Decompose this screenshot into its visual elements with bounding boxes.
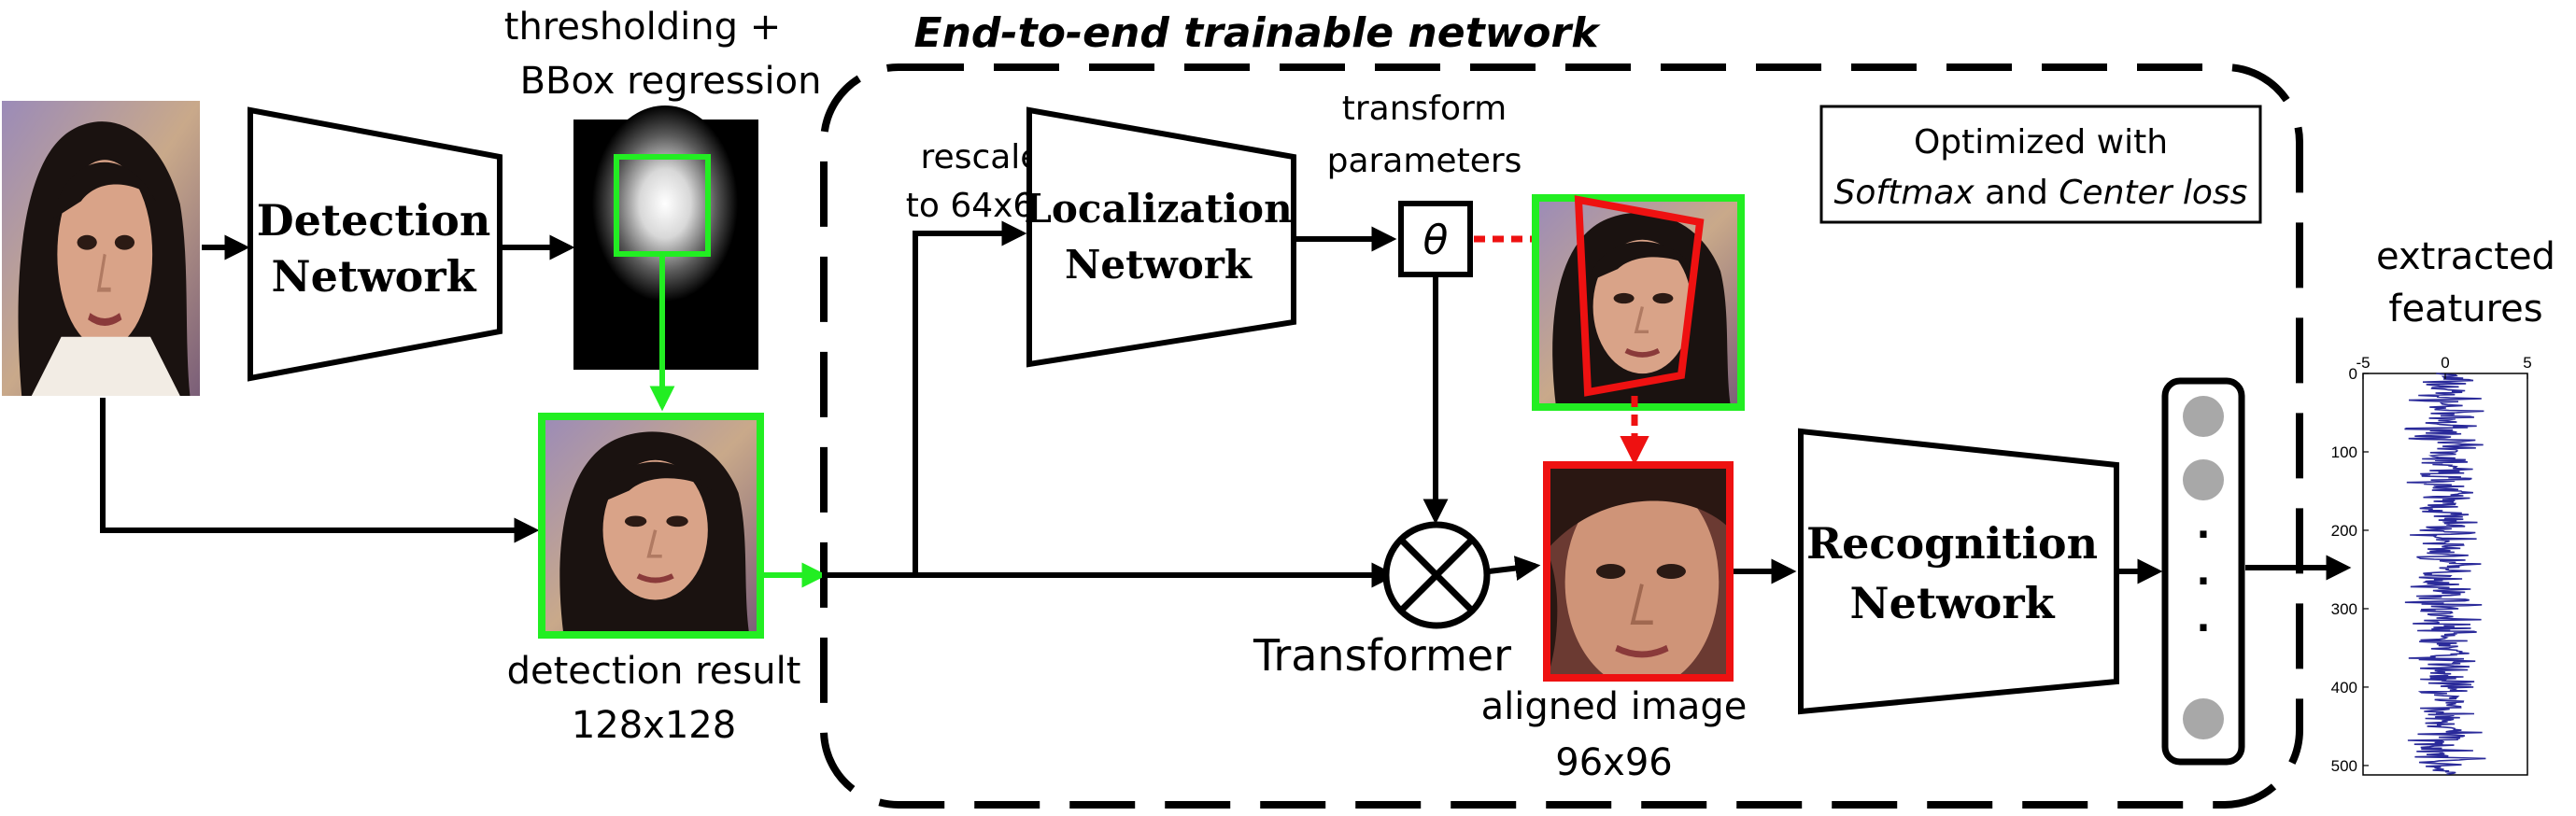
transformer-node: [1382, 521, 1491, 629]
detection-result-image: [538, 413, 764, 639]
feature-signal: [2404, 373, 2486, 775]
recognition-network-label-2: Network: [1850, 578, 2056, 628]
extracted-label-1: extracted: [2376, 235, 2555, 278]
end-to-end-region: [820, 63, 2303, 809]
loss-box: [1819, 105, 2262, 224]
x-tick-label: 5: [2523, 354, 2531, 372]
sampling-grid-image: [1532, 194, 1745, 411]
recognition-network: [1798, 428, 2119, 715]
thresholding-label-1: thresholding +: [504, 6, 781, 49]
y-tick-label: 500: [2331, 757, 2357, 775]
detection-network-label-1: Detection: [257, 195, 491, 246]
vector-dots-1: ·: [2196, 514, 2210, 556]
region-title: End-to-end trainable network: [914, 9, 1602, 57]
y-tick-label: 400: [2331, 679, 2357, 696]
detection-network: [248, 106, 502, 382]
y-tick-label: 0: [2349, 365, 2357, 383]
localization-network-label-2: Network: [1065, 242, 1253, 288]
arrow-input-to-crop: [100, 398, 540, 543]
extracted-label-2: features: [2388, 288, 2542, 331]
heatmap-bbox: [614, 154, 711, 257]
vector-node-last: [2183, 698, 2224, 739]
detection-result-label-2: 128x128: [572, 704, 736, 747]
aligned-label-1: aligned image: [1481, 685, 1748, 728]
vector-dots-2: ·: [2196, 560, 2210, 603]
sampling-grid-quad: [1574, 195, 1705, 397]
aligned-image: [1543, 461, 1734, 682]
y-tick-label: 200: [2331, 522, 2357, 540]
x-tick-label: 0: [2441, 354, 2449, 372]
softmax-term: Softmax: [1834, 174, 1975, 212]
detection-heatmap: [573, 106, 758, 370]
center-loss-term: Center loss: [2059, 174, 2247, 212]
y-tick-label: 100: [2331, 443, 2357, 461]
vector-dots-3: ·: [2196, 607, 2210, 650]
theta-symbol: θ: [1423, 217, 1449, 264]
vector-node-2: [2183, 459, 2224, 500]
input-photo: [2, 101, 200, 396]
transformer-label: Transformer: [1253, 630, 1511, 681]
and-term: and: [1974, 174, 2059, 212]
detection-network-label-2: Network: [272, 251, 477, 302]
y-tick-label: 300: [2331, 600, 2357, 618]
x-tick-label: -5: [2356, 354, 2370, 372]
aligned-label-2: 96x96: [1555, 741, 1672, 784]
loss-label-1: Optimized with: [1914, 123, 2168, 162]
thresholding-label-2: BBox regression: [520, 60, 822, 103]
rescale-label-1: rescale: [921, 138, 1041, 176]
transform-label-1: transform: [1342, 90, 1507, 128]
arrow-transformer-to-aligned: [1488, 556, 1541, 581]
recognition-network-label-1: Recognition: [1806, 518, 2098, 569]
arrow-rescale-to-localization: [913, 220, 1027, 575]
detection-result-label-1: detection result: [507, 650, 801, 693]
transform-label-2: parameters: [1327, 142, 1522, 180]
feature-vector: · · ·: [2161, 377, 2245, 766]
localization-network: [1026, 106, 1296, 368]
vector-node-1: [2183, 396, 2224, 437]
theta-box: [1398, 201, 1473, 277]
loss-label-2: Softmax and Center loss: [1834, 174, 2248, 212]
localization-network-label-1: Localization: [1024, 186, 1292, 232]
